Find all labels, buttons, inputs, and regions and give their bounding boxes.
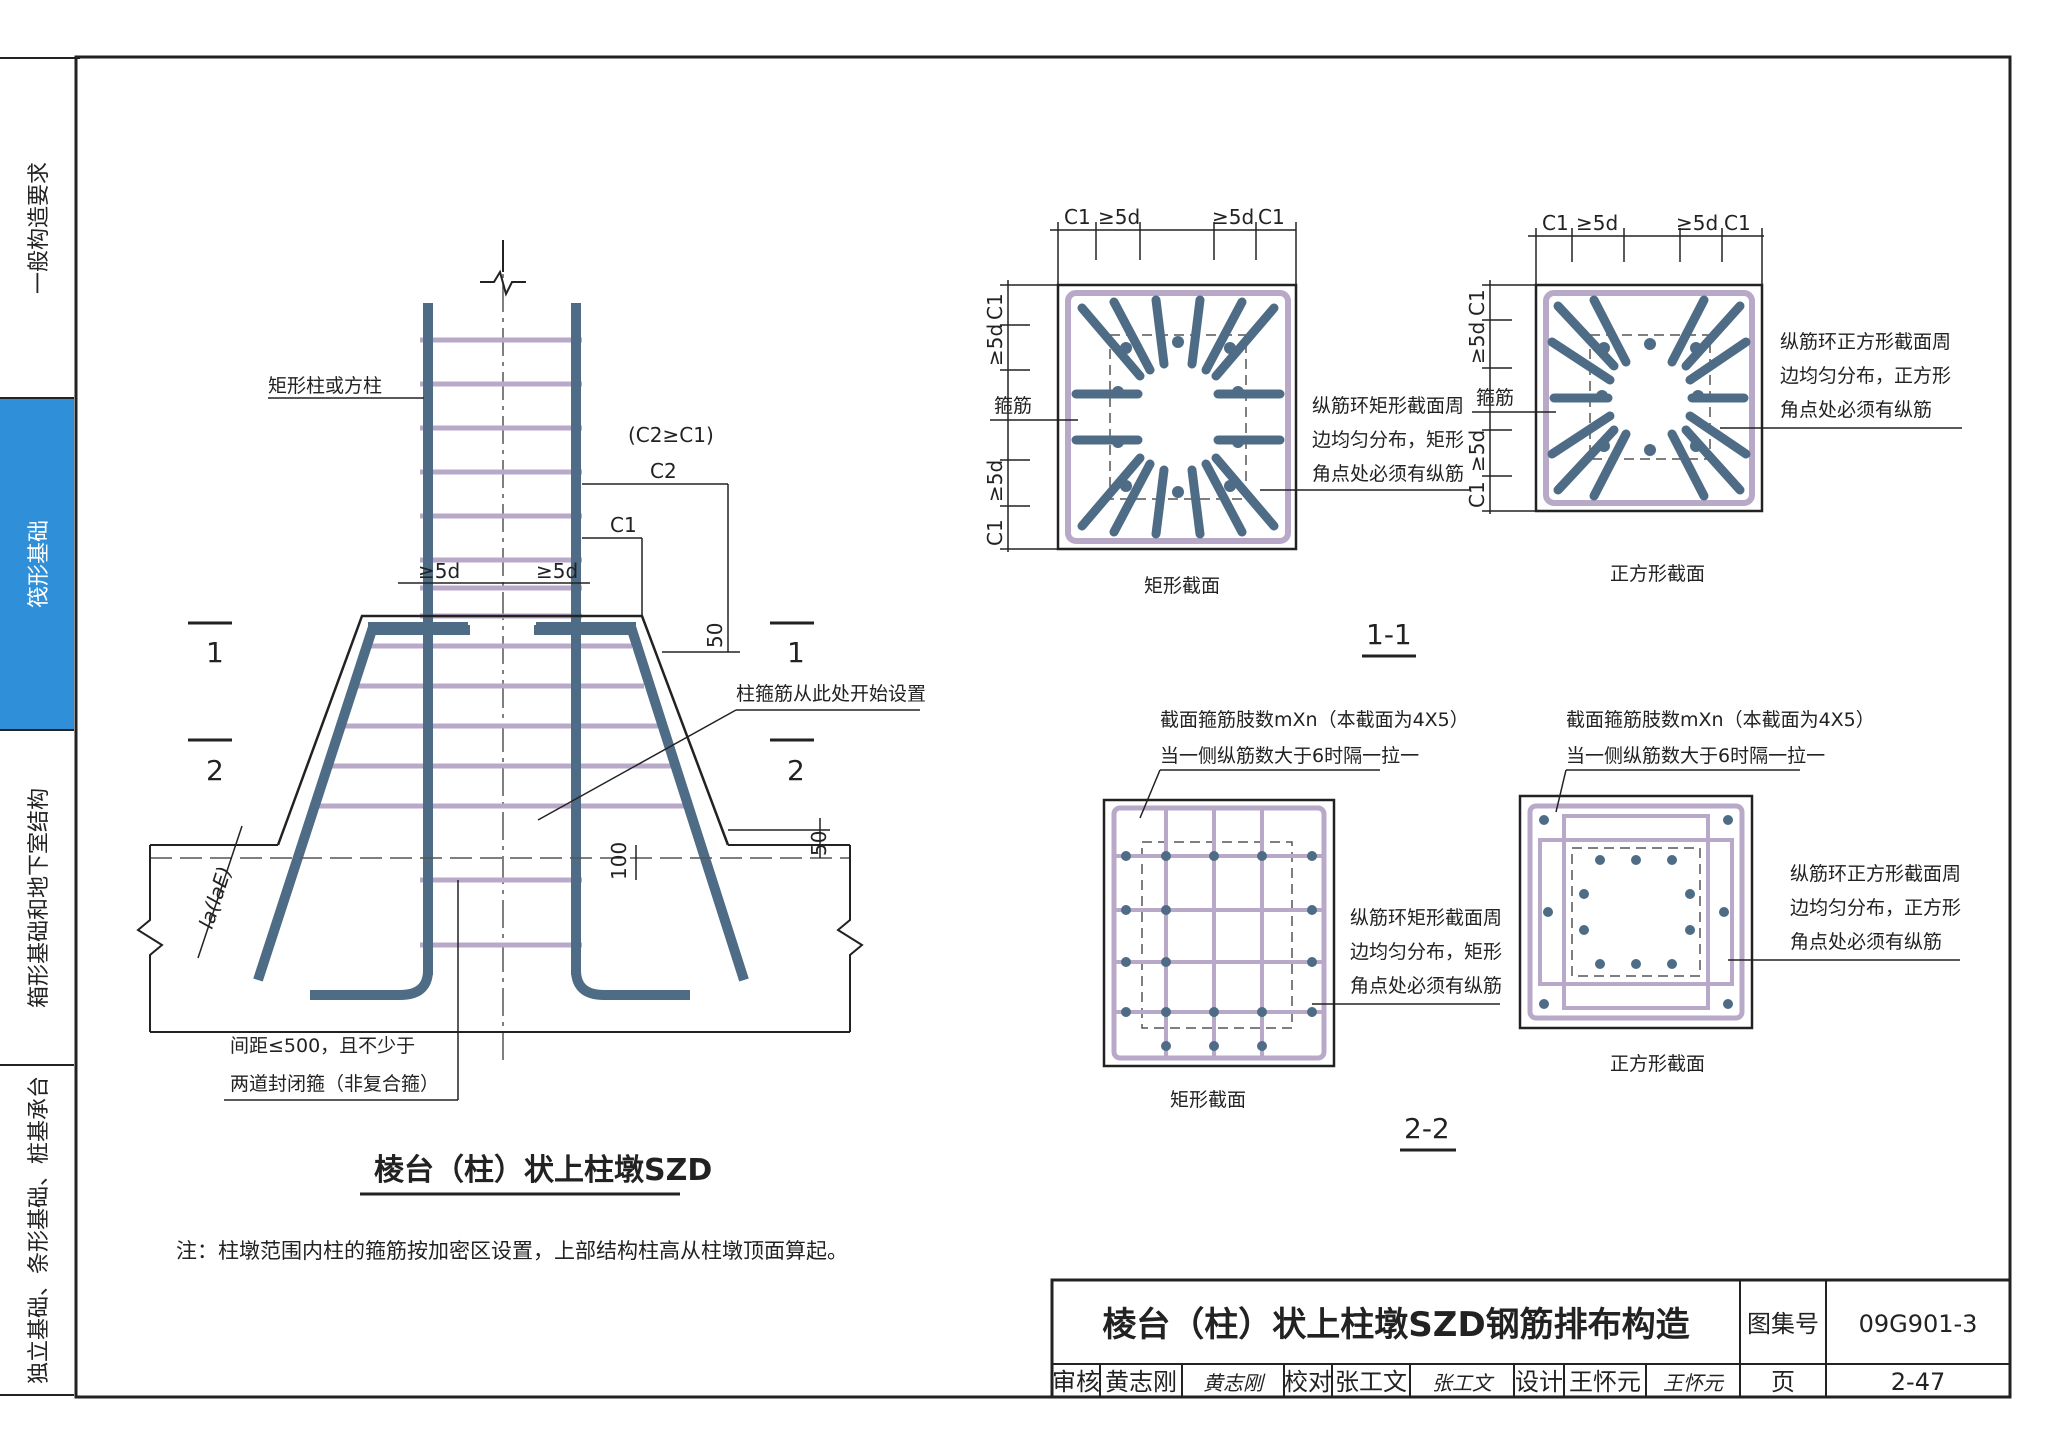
side-tabs: 一般构造要求 筏形基础 箱形基础和地下室结构 独立基础、条形基础、桩基承台 bbox=[0, 57, 80, 1396]
section-mark-2-left: 2 bbox=[206, 754, 224, 787]
side-tab-box[interactable]: 箱形基础和地下室结构 bbox=[27, 788, 52, 1008]
label-5d-left: ≥5d bbox=[418, 559, 460, 583]
dim-11-rect-c1-right: C1 bbox=[1258, 205, 1285, 229]
title-block-check-label: 校对 bbox=[1284, 1368, 1332, 1396]
section-mark-1-right: 1 bbox=[787, 636, 805, 669]
label-c1: C1 bbox=[610, 513, 637, 537]
caption-22-square: 正方形截面 bbox=[1610, 1053, 1705, 1075]
note-22-square-1: 纵筋环正方形截面周 bbox=[1790, 863, 1961, 885]
section-mark-2-right: 2 bbox=[787, 754, 805, 787]
note-11-rect-1: 纵筋环矩形截面周 bbox=[1312, 395, 1464, 417]
note-22-rect-3: 角点处必须有纵筋 bbox=[1350, 975, 1502, 997]
pedestal-top-bars bbox=[368, 622, 636, 632]
dim-11-rect-c1-top: C1 bbox=[983, 293, 1007, 320]
drawing-frame bbox=[74, 55, 2012, 1399]
side-tab-active-bg bbox=[0, 398, 74, 730]
label-50-bottom: 50 bbox=[807, 831, 831, 856]
title-block-page-no: 2-47 bbox=[1891, 1368, 1945, 1396]
dim-11-square-c1-left: C1 bbox=[1542, 211, 1569, 235]
title-block-reviewer-signature: 黄志刚 bbox=[1203, 1371, 1266, 1395]
section-11-title: 1-1 bbox=[1366, 618, 1412, 651]
dim-11-rect-c1-bottom: C1 bbox=[983, 519, 1007, 546]
section-11-rect: C1 ≥5d ≥5d C1 C1 ≥5d ≥5d C1 箍筋 纵筋环矩形截面周 … bbox=[983, 205, 1470, 597]
label-100: 100 bbox=[607, 842, 631, 880]
label-11-square-stirrup: 箍筋 bbox=[1476, 387, 1514, 409]
caption-22-rect: 矩形截面 bbox=[1170, 1089, 1246, 1111]
label-anchorage: la(laE) bbox=[194, 863, 237, 931]
side-tab-isolated[interactable]: 独立基础、条形基础、桩基承台 bbox=[27, 1076, 52, 1384]
legs-note-rect-2: 当一侧纵筋数大于6时隔一拉一 bbox=[1160, 745, 1419, 767]
title-block-atlas-no: 09G901-3 bbox=[1859, 1310, 1978, 1338]
section-22-title: 2-2 bbox=[1404, 1112, 1450, 1145]
note-22-square-2: 边均匀分布，正方形 bbox=[1790, 897, 1961, 919]
label-spacing-1: 间距≤500，且不少于 bbox=[230, 1035, 415, 1057]
pedestal-stirrups bbox=[316, 643, 686, 809]
dim-11-rect-c1-left: C1 bbox=[1064, 205, 1091, 229]
dim-11-square-5d-right: ≥5d bbox=[1676, 211, 1718, 235]
label-spacing-2: 两道封闭箍（非复合箍） bbox=[230, 1073, 439, 1095]
dim-11-square-5d-left: ≥5d bbox=[1576, 211, 1618, 235]
title-block-title: 棱台（柱）状上柱墩SZD钢筋排布构造 bbox=[1102, 1305, 1689, 1345]
title-block-reviewer: 黄志刚 bbox=[1105, 1368, 1177, 1396]
caption-11-rect: 矩形截面 bbox=[1144, 575, 1220, 597]
section-22-square: 截面箍筋肢数mXn（本截面为4X5） 当一侧纵筋数大于6时隔一拉一 纵筋环正方形… bbox=[1518, 709, 1961, 1075]
label-c2: C2 bbox=[650, 459, 677, 483]
label-50-top: 50 bbox=[703, 623, 727, 648]
caption-11-square: 正方形截面 bbox=[1610, 563, 1705, 585]
note-11-square-2: 边均匀分布，正方形 bbox=[1780, 365, 1951, 387]
section-mark-1-left: 1 bbox=[206, 636, 224, 669]
side-tab-general[interactable]: 一般构造要求 bbox=[27, 162, 52, 294]
legs-note-square-1: 截面箍筋肢数mXn（本截面为4X5） bbox=[1566, 709, 1875, 731]
note-11-square-1: 纵筋环正方形截面周 bbox=[1780, 331, 1951, 353]
note-22-rect-2: 边均匀分布，矩形 bbox=[1350, 941, 1502, 963]
label-5d-right: ≥5d bbox=[536, 559, 578, 583]
dim-11-square-c1-bottom: C1 bbox=[1465, 481, 1489, 508]
elevation-caption: 棱台（柱）状上柱墩SZD bbox=[374, 1153, 712, 1188]
note-22-rect-1: 纵筋环矩形截面周 bbox=[1350, 907, 1502, 929]
label-stirrup-start: 柱箍筋从此处开始设置 bbox=[736, 683, 926, 705]
section-1-1: C1 ≥5d ≥5d C1 C1 ≥5d ≥5d C1 箍筋 纵筋环矩形截面周 … bbox=[983, 205, 1962, 658]
note-11-rect-3: 角点处必须有纵筋 bbox=[1312, 463, 1464, 485]
side-tab-raft[interactable]: 筏形基础 bbox=[27, 520, 52, 608]
dim-11-rect-5d-top: ≥5d bbox=[983, 324, 1007, 366]
title-block-checker-signature: 张工文 bbox=[1432, 1371, 1495, 1395]
note-22-square-3: 角点处必须有纵筋 bbox=[1790, 931, 1942, 953]
title-block-atlas-label: 图集号 bbox=[1747, 1310, 1819, 1338]
section-11-square: C1 ≥5d ≥5d C1 C1 ≥5d ≥5d C1 箍筋 纵筋环正方形截面周… bbox=[1465, 211, 1962, 585]
dim-11-rect-5d-bottom: ≥5d bbox=[983, 460, 1007, 502]
dim-11-square-c1-top: C1 bbox=[1465, 289, 1489, 316]
elevation-view: 1 1 2 2 矩形柱或方柱 (C2≥C1) C2 C1 ≥5d ≥5d 50 … bbox=[136, 240, 926, 1196]
section-22-rect: 截面箍筋肢数mXn（本截面为4X5） 当一侧纵筋数大于6时隔一拉一 纵筋环矩形截… bbox=[1102, 709, 1502, 1111]
legs-note-square-2: 当一侧纵筋数大于6时隔一拉一 bbox=[1566, 745, 1825, 767]
title-block: 棱台（柱）状上柱墩SZD钢筋排布构造 图集号 09G901-3 审核 黄志刚 黄… bbox=[1050, 1278, 2012, 1399]
legs-note-rect-1: 截面箍筋肢数mXn（本截面为4X5） bbox=[1160, 709, 1469, 731]
dim-11-rect-5d-right: ≥5d bbox=[1212, 205, 1254, 229]
dim-11-square-5d-top: ≥5d bbox=[1465, 322, 1489, 364]
title-block-checker: 张工文 bbox=[1335, 1368, 1407, 1396]
title-block-designer-signature: 王怀元 bbox=[1663, 1371, 1725, 1395]
label-column-type: 矩形柱或方柱 bbox=[268, 375, 382, 397]
label-c2-rule: (C2≥C1) bbox=[628, 423, 714, 447]
general-note: 注：柱墩范围内柱的箍筋按加密区设置，上部结构柱高从柱墩顶面算起。 bbox=[176, 1239, 848, 1263]
dim-11-square-5d-bottom: ≥5d bbox=[1465, 430, 1489, 472]
column-stirrups bbox=[420, 337, 582, 948]
title-block-design-label: 设计 bbox=[1515, 1368, 1563, 1396]
note-11-rect-2: 边均匀分布，矩形 bbox=[1312, 429, 1464, 451]
title-block-review-label: 审核 bbox=[1052, 1368, 1100, 1396]
title-block-page-label: 页 bbox=[1771, 1368, 1795, 1396]
note-11-square-3: 角点处必须有纵筋 bbox=[1780, 399, 1932, 421]
dim-11-rect-5d-left: ≥5d bbox=[1098, 205, 1140, 229]
column-longitudinal-bars bbox=[310, 303, 690, 1000]
title-block-designer: 王怀元 bbox=[1569, 1368, 1641, 1396]
section-2-2: 截面箍筋肢数mXn（本截面为4X5） 当一侧纵筋数大于6时隔一拉一 纵筋环矩形截… bbox=[1102, 709, 1961, 1152]
dim-11-square-c1-right: C1 bbox=[1724, 211, 1751, 235]
label-11-rect-stirrup: 箍筋 bbox=[994, 395, 1032, 417]
